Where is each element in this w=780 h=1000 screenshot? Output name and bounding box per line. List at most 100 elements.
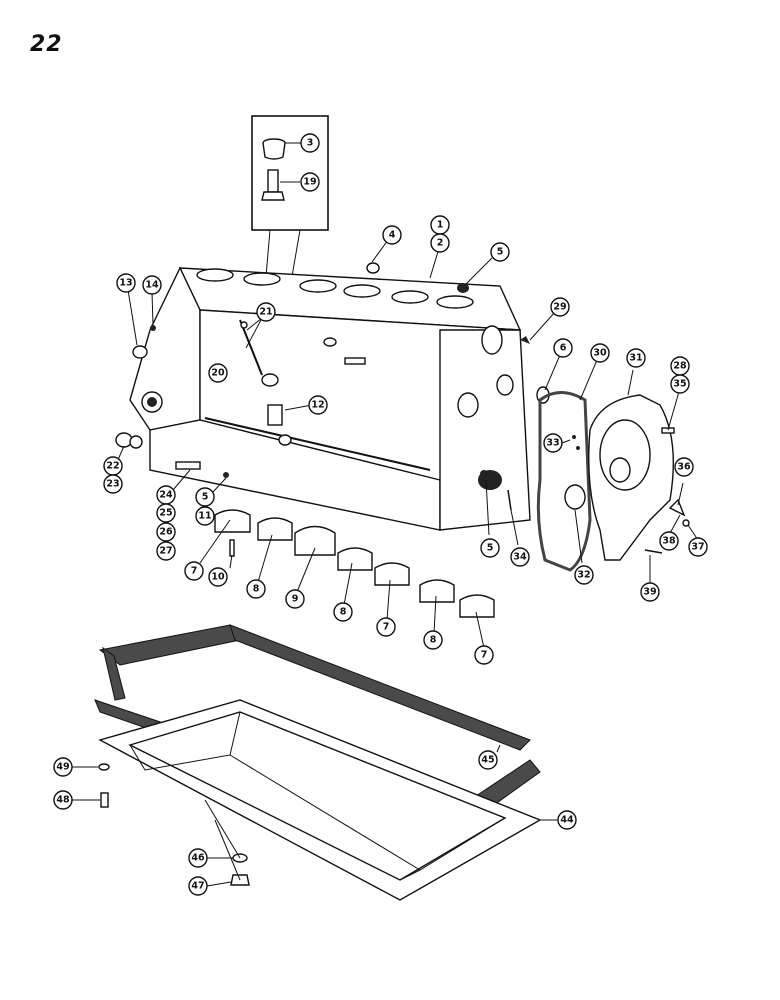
svg-text:38: 38 xyxy=(662,536,676,547)
svg-text:45: 45 xyxy=(481,755,494,766)
callout-8-a: 8 xyxy=(246,579,266,599)
leader-lines xyxy=(72,142,699,887)
svg-text:34: 34 xyxy=(513,552,527,563)
svg-text:36: 36 xyxy=(677,462,691,473)
svg-text:47: 47 xyxy=(191,881,204,892)
cylinder-block xyxy=(129,266,531,531)
callout-31: 31 xyxy=(626,348,646,368)
callout-7-b: 7 xyxy=(376,617,396,637)
svg-text:49: 49 xyxy=(56,762,69,773)
svg-text:8: 8 xyxy=(340,607,347,618)
svg-text:19: 19 xyxy=(303,177,316,188)
callout-5-top: 5 xyxy=(490,242,510,262)
callout-5-rear: 5 xyxy=(480,538,500,558)
callout-25: 25 xyxy=(156,503,176,523)
callout-30: 30 xyxy=(590,343,610,363)
callout-4: 4 xyxy=(382,225,402,245)
svg-text:46: 46 xyxy=(191,853,205,864)
svg-text:24: 24 xyxy=(159,490,173,501)
svg-text:21: 21 xyxy=(259,307,272,318)
callout-12: 12 xyxy=(308,395,328,415)
callout-33: 33 xyxy=(543,433,563,453)
svg-text:5: 5 xyxy=(497,247,504,258)
svg-text:12: 12 xyxy=(311,400,324,411)
callout-44: 44 xyxy=(557,810,577,830)
svg-text:26: 26 xyxy=(159,527,173,538)
page-number: 22 xyxy=(30,32,63,57)
svg-text:4: 4 xyxy=(389,230,396,241)
svg-text:37: 37 xyxy=(691,542,704,553)
callout-34: 34 xyxy=(510,547,530,567)
callout-28: 28 xyxy=(670,356,690,376)
callout-8-b: 8 xyxy=(333,602,353,622)
svg-text:32: 32 xyxy=(577,570,590,581)
dipstick-tube xyxy=(239,319,292,446)
svg-text:30: 30 xyxy=(593,348,607,359)
svg-text:11: 11 xyxy=(198,511,211,522)
callout-20: 20 xyxy=(208,363,228,383)
callout-37: 37 xyxy=(688,537,708,557)
callout-48: 48 xyxy=(53,790,73,810)
svg-text:7: 7 xyxy=(191,566,198,577)
callout-14: 14 xyxy=(142,275,162,295)
callout-24: 24 xyxy=(156,485,176,505)
svg-text:27: 27 xyxy=(159,546,172,557)
callout-19: 19 xyxy=(300,172,320,192)
drain-plug-and-bolts xyxy=(98,763,250,886)
callout-21: 21 xyxy=(256,302,276,322)
callout-35: 35 xyxy=(670,374,690,394)
svg-text:23: 23 xyxy=(106,479,119,490)
callout-32: 32 xyxy=(574,565,594,585)
timing-cover xyxy=(588,394,690,561)
callout-49: 49 xyxy=(53,757,73,777)
svg-text:1: 1 xyxy=(437,220,444,231)
callout-29: 29 xyxy=(550,297,570,317)
svg-text:14: 14 xyxy=(145,280,159,291)
svg-text:44: 44 xyxy=(560,815,574,826)
callout-11: 11 xyxy=(195,506,215,526)
svg-text:35: 35 xyxy=(673,379,686,390)
callout-45: 45 xyxy=(478,750,498,770)
svg-text:7: 7 xyxy=(383,622,390,633)
svg-text:20: 20 xyxy=(211,368,225,379)
svg-text:8: 8 xyxy=(253,584,260,595)
callout-3: 3 xyxy=(300,133,320,153)
svg-text:5: 5 xyxy=(202,492,209,503)
callout-46: 46 xyxy=(188,848,208,868)
svg-text:2: 2 xyxy=(437,238,444,249)
callout-23: 23 xyxy=(103,474,123,494)
callout-10: 10 xyxy=(208,567,228,587)
svg-text:22: 22 xyxy=(106,461,119,472)
callout-22: 22 xyxy=(103,456,123,476)
svg-text:6: 6 xyxy=(560,343,567,354)
callout-47: 47 xyxy=(188,876,208,896)
callout-5-left: 5 xyxy=(195,487,215,507)
callout-13: 13 xyxy=(116,273,136,293)
svg-text:10: 10 xyxy=(211,572,225,583)
svg-text:28: 28 xyxy=(673,361,687,372)
svg-text:29: 29 xyxy=(553,302,566,313)
svg-text:13: 13 xyxy=(119,278,132,289)
svg-text:48: 48 xyxy=(56,795,70,806)
svg-text:7: 7 xyxy=(481,650,488,661)
svg-text:9: 9 xyxy=(292,594,299,605)
callout-38: 38 xyxy=(659,531,679,551)
svg-text:31: 31 xyxy=(629,353,642,364)
timing-gasket xyxy=(536,391,592,572)
callout-27: 27 xyxy=(156,541,176,561)
callout-36: 36 xyxy=(674,457,694,477)
svg-text:3: 3 xyxy=(307,138,314,149)
bearing-caps xyxy=(214,509,495,618)
svg-text:39: 39 xyxy=(643,587,656,598)
svg-text:33: 33 xyxy=(546,438,559,449)
callout-2: 2 xyxy=(430,233,450,253)
callouts: 3 19 1 2 4 5 13 14 21 20 12 29 6 30 31 2… xyxy=(53,133,708,896)
callout-1: 1 xyxy=(430,215,450,235)
callout-39: 39 xyxy=(640,582,660,602)
callout-6: 6 xyxy=(553,338,573,358)
callout-7-c: 7 xyxy=(474,645,494,665)
callout-8-c: 8 xyxy=(423,630,443,650)
callout-26: 26 xyxy=(156,522,176,542)
svg-text:5: 5 xyxy=(487,543,494,554)
